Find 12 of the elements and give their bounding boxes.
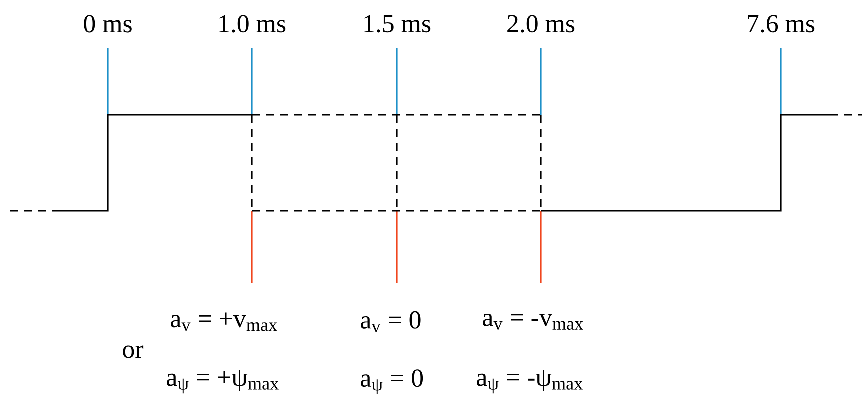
time-label: 1.5 ms xyxy=(364,15,431,33)
equation-label: a$_{ψ}$ = 0 xyxy=(361,370,424,394)
time-label: 7.6 ms xyxy=(748,15,815,33)
equation-label: a$_{v}$ = +v$_{max}$ xyxy=(171,312,278,332)
equation-label: a$_{v}$ = -v$_{max}$ xyxy=(483,314,584,330)
time-label: 1.0 ms xyxy=(220,15,286,33)
time-label: 2.0 ms xyxy=(508,15,575,33)
time-label: 0 ms xyxy=(84,15,132,33)
equation-label: a$_{ψ}$ = -ψ$_{max}$ xyxy=(477,370,583,394)
connecting-word: or xyxy=(123,346,144,358)
equation-label: a$_{v}$ = 0 xyxy=(361,311,421,333)
equation-label: a$_{ψ}$ = +ψ$_{max}$ xyxy=(167,370,279,394)
